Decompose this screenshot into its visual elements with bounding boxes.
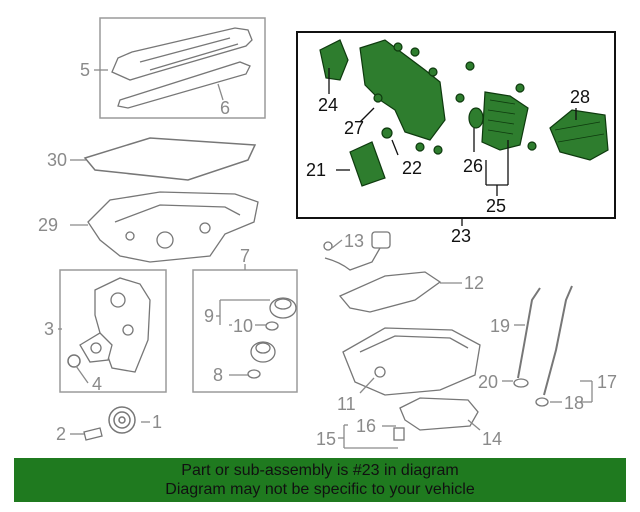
oil-pan-part bbox=[399, 397, 479, 431]
balancer-bolt-part bbox=[83, 427, 103, 441]
lower-oil-pan-part bbox=[342, 327, 481, 396]
oil-filter-housing-assembly bbox=[319, 39, 609, 187]
leader-lines bbox=[58, 69, 593, 449]
callout-3: 3 bbox=[44, 319, 54, 339]
callout-21: 21 bbox=[306, 160, 326, 180]
filter-cap-part bbox=[269, 297, 297, 319]
leader-lines-dark bbox=[328, 68, 577, 226]
callout-12: 12 bbox=[464, 273, 484, 293]
oil-pan-gasket-part bbox=[83, 137, 257, 181]
group-box-3-4 bbox=[59, 269, 167, 393]
callout-27: 27 bbox=[344, 118, 364, 138]
callout-8: 8 bbox=[213, 365, 223, 385]
o-ring-part bbox=[247, 369, 261, 379]
callout-9: 9 bbox=[204, 306, 214, 326]
seal-part bbox=[67, 354, 81, 368]
callout-17: 17 bbox=[597, 372, 617, 392]
callout-13: 13 bbox=[344, 231, 364, 251]
dipstick-tube-part bbox=[517, 287, 541, 379]
callout-labels: 5 6 30 29 3 4 1 2 7 9 10 8 13 12 11 14 1… bbox=[38, 60, 617, 449]
callout-29: 29 bbox=[38, 215, 58, 235]
callout-6: 6 bbox=[220, 98, 230, 118]
callout-30: 30 bbox=[47, 150, 67, 170]
callout-15: 15 bbox=[316, 429, 336, 449]
callout-25: 25 bbox=[486, 196, 506, 216]
tube-seal-part bbox=[513, 378, 529, 388]
callout-10: 10 bbox=[233, 316, 253, 336]
callout-19: 19 bbox=[490, 316, 510, 336]
callout-2: 2 bbox=[56, 424, 66, 444]
notice-line-2: Diagram may not be specific to your vehi… bbox=[165, 481, 475, 498]
callout-18: 18 bbox=[564, 393, 584, 413]
callout-7: 7 bbox=[240, 246, 250, 266]
callout-24: 24 bbox=[318, 95, 338, 115]
callout-22: 22 bbox=[402, 158, 422, 178]
callout-14: 14 bbox=[482, 429, 502, 449]
group-box-23 bbox=[296, 31, 616, 219]
oil-baffle-part bbox=[338, 271, 442, 313]
assembly-detail-lines bbox=[487, 99, 605, 143]
filter-seal-part bbox=[265, 321, 279, 331]
callout-4: 4 bbox=[92, 374, 102, 394]
dipstick-seal-part bbox=[535, 397, 549, 407]
callout-16: 16 bbox=[356, 416, 376, 436]
callout-23: 23 bbox=[451, 226, 471, 246]
group-box-5-6 bbox=[99, 17, 266, 119]
callout-1: 1 bbox=[152, 412, 162, 432]
engine-cover-part bbox=[111, 27, 253, 109]
callout-28: 28 bbox=[570, 87, 590, 107]
notice-banner: Part or sub-assembly is #23 in diagram D… bbox=[14, 458, 626, 502]
notice-line-1: Part or sub-assembly is #23 in diagram bbox=[181, 462, 459, 479]
dipstick-part bbox=[543, 285, 573, 396]
upper-oil-pan-part bbox=[87, 191, 259, 263]
callout-11: 11 bbox=[337, 394, 356, 414]
oil-level-sensor-part bbox=[323, 231, 391, 271]
callout-20: 20 bbox=[478, 372, 498, 392]
drain-plug-part bbox=[393, 427, 405, 441]
callout-5: 5 bbox=[80, 60, 90, 80]
front-cover-part bbox=[79, 277, 151, 373]
filter-cap-part-b bbox=[250, 341, 276, 363]
balancer-part bbox=[108, 406, 136, 434]
callout-26: 26 bbox=[463, 156, 483, 176]
